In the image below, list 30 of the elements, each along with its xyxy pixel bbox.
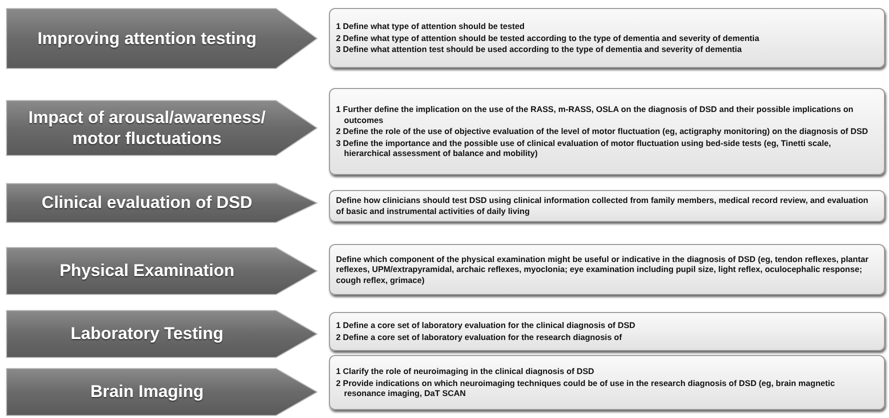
topic-label: Clinical evaluation of DSD	[42, 192, 252, 214]
text-panel	[329, 8, 885, 68]
panel-text: 2 Define the role of the use of objective evaluation of the level of motor fluctuation (eg, actigraphy monitoring) on the diagnosis of DSD	[336, 126, 869, 137]
arrow-label-shape	[6, 100, 318, 156]
panel-text: Define which component of the physical examination might be useful or indicative in the diagnosis of DSD (eg, tendon reflexes, plantar reflexes, UPM/extrapyramidal, archaic reflexes, myoclonia; eye examination including pupil size, light reflex, oculocephalic response; cough reflex, grimace)	[336, 254, 870, 286]
topic-label: Impact of arousal/awareness/ motor fluctuations	[27, 106, 267, 150]
panel-text: 2 Define a core set of laboratory evaluation for the research diagnosis of	[336, 332, 623, 343]
arrow-label-shape	[6, 368, 318, 416]
text-panel	[329, 355, 885, 410]
panel-text: 2 Provide indications on which neuroimaging techniques could be of use in the research diagnosis of DSD (eg, brain magnetic resonance imaging, DaT SCAN	[336, 378, 836, 399]
topic-label: Physical Examination	[60, 260, 234, 282]
panel-text: 2 Define what type of attention should be tested according to the type of dementia and severity of dementia	[336, 32, 760, 44]
panel-text: 1 Define what type of attention should be tested	[336, 21, 526, 32]
arrow-label-shape	[6, 310, 318, 358]
panel-text: 1 Define a core set of laboratory evaluation for the clinical diagnosis of DSD	[336, 320, 636, 331]
panel-text: 3 Define what attention test should be used according to the type of dementia and severity of dementia	[336, 44, 743, 55]
panel-text: 1 Clarify the role of neuroimaging in the clinical diagnosis of DSD	[336, 366, 596, 377]
topic-label: Improving attention testing	[37, 28, 257, 50]
text-panel	[329, 190, 885, 222]
topic-label: Laboratory Testing	[70, 323, 224, 345]
text-panel	[329, 312, 885, 351]
text-panel	[329, 88, 885, 175]
panel-text: Define how clinicians should test DSD using clinical information collected from family members, medical record review, and evaluation of basic and instrumental activities of daily living	[336, 195, 870, 217]
panel-text: 1 Further define the implication on the use of the RASS, m-RASS, OSLA on the diagnosis of DSD and their possible implications on outcomes	[336, 104, 854, 126]
arrow-label-shape	[6, 247, 318, 295]
arrow-label-shape	[6, 183, 318, 223]
arrow-label-shape	[6, 8, 318, 69]
topic-label: Brain Imaging	[90, 381, 204, 403]
text-panel	[329, 244, 885, 295]
panel-text: 3 Define the importance and the possible use of clinical evaluation of motor fluctuation using bed-side tests (eg, Tinetti scale, hierarchical assessment of balance and mobility)	[336, 138, 832, 160]
